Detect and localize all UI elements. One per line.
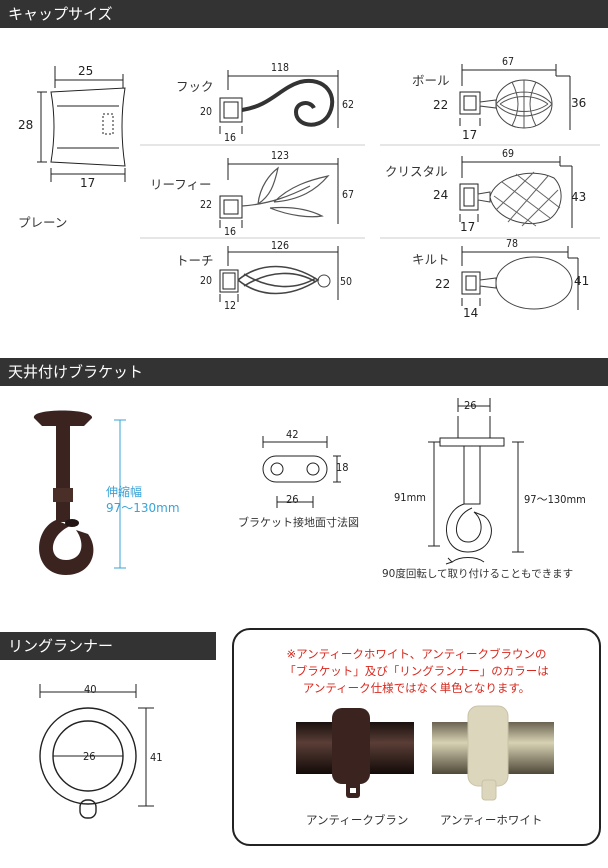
plain-height: 28 xyxy=(18,118,34,132)
torch-drawing xyxy=(219,246,339,302)
kilt-a: 22 xyxy=(435,277,451,291)
ball-drawing xyxy=(459,64,571,130)
stretch-label: 伸縮幅 xyxy=(106,485,143,499)
kilt-b: 14 xyxy=(463,306,479,320)
cap-grid-lines xyxy=(140,144,600,239)
hook-label: フック xyxy=(176,79,214,94)
leafy-width: 123 xyxy=(271,150,290,162)
torch-b: 12 xyxy=(224,300,237,312)
notice-line-2: 「ブラケット」及び「リングランナー」のカラーは xyxy=(284,664,549,678)
brown-label: アンティークブラン xyxy=(306,813,409,827)
crystal-drawing xyxy=(459,156,573,228)
ring-runner-diagram xyxy=(39,684,154,819)
torch-label: トーチ xyxy=(176,253,214,268)
side-top-width: 26 xyxy=(464,399,477,412)
crystal-label: クリスタル xyxy=(385,164,448,179)
kilt-drawing xyxy=(461,246,579,310)
side-fixed-length: 91mm xyxy=(394,491,426,504)
section-header-cap: キャップサイズ xyxy=(0,0,608,28)
plain-label: プレーン xyxy=(18,215,68,230)
ring-inner: 26 xyxy=(83,750,96,763)
bracket-plate-diagram xyxy=(262,436,341,508)
crystal-a: 24 xyxy=(433,188,449,202)
torch-height: 50 xyxy=(340,276,353,288)
rotate-note: 90度回転して取り付けることもできます xyxy=(382,568,574,580)
crystal-height: 43 xyxy=(571,190,587,204)
ball-height: 36 xyxy=(571,96,587,110)
stretch-range-line xyxy=(114,419,126,569)
kilt-label: キルト xyxy=(412,252,450,267)
antique-white-runner-illustration xyxy=(432,705,554,801)
notice-line-3: アンティーク仕様ではなく単色となります。 xyxy=(302,681,531,695)
hook-width: 118 xyxy=(271,62,290,74)
plain-width: 25 xyxy=(78,64,94,78)
leafy-height: 67 xyxy=(342,189,355,201)
plate-hole-distance: 26 xyxy=(286,493,299,506)
white-label: アンティーホワイト xyxy=(440,813,543,827)
side-stretch-length: 97〜130mm xyxy=(524,493,586,506)
leafy-drawing xyxy=(219,158,339,228)
section-header-ring: リングランナー xyxy=(0,632,216,660)
crystal-width: 69 xyxy=(502,148,515,160)
ceiling-bracket-illustration xyxy=(33,410,94,575)
ball-b: 17 xyxy=(462,128,478,142)
color-notice-box xyxy=(232,628,601,846)
plate-width: 42 xyxy=(286,428,299,441)
ring-outer: 40 xyxy=(84,683,97,696)
plate-caption: ブラケット接地面寸法図 xyxy=(238,516,359,529)
torch-a: 20 xyxy=(200,275,213,287)
notice-line-1: ※アンティークホワイト、アンティークブラウンの xyxy=(286,647,547,661)
hook-b: 16 xyxy=(224,132,237,144)
hook-height: 62 xyxy=(342,99,355,111)
leafy-label: リーフィー xyxy=(150,177,212,192)
stretch-range: 97〜130mm xyxy=(106,501,180,515)
hook-a: 20 xyxy=(200,106,213,118)
crystal-b: 17 xyxy=(460,220,476,234)
plate-height: 18 xyxy=(336,461,349,474)
torch-width: 126 xyxy=(271,240,290,252)
leafy-b: 16 xyxy=(224,226,237,238)
antique-brown-runner-illustration xyxy=(296,708,414,798)
ball-width: 67 xyxy=(502,56,515,68)
plain-cap-drawing xyxy=(37,66,126,182)
plain-base: 17 xyxy=(80,176,96,190)
section-header-bracket: 天井付けブラケット xyxy=(0,358,608,386)
hook-drawing xyxy=(219,70,339,134)
kilt-height: 41 xyxy=(574,274,590,288)
leafy-a: 22 xyxy=(200,199,213,211)
ball-a: 22 xyxy=(433,98,449,112)
kilt-width: 78 xyxy=(506,238,519,250)
ring-height: 41 xyxy=(150,751,163,764)
ball-label: ボール xyxy=(412,73,450,88)
bracket-side-view xyxy=(428,398,524,565)
